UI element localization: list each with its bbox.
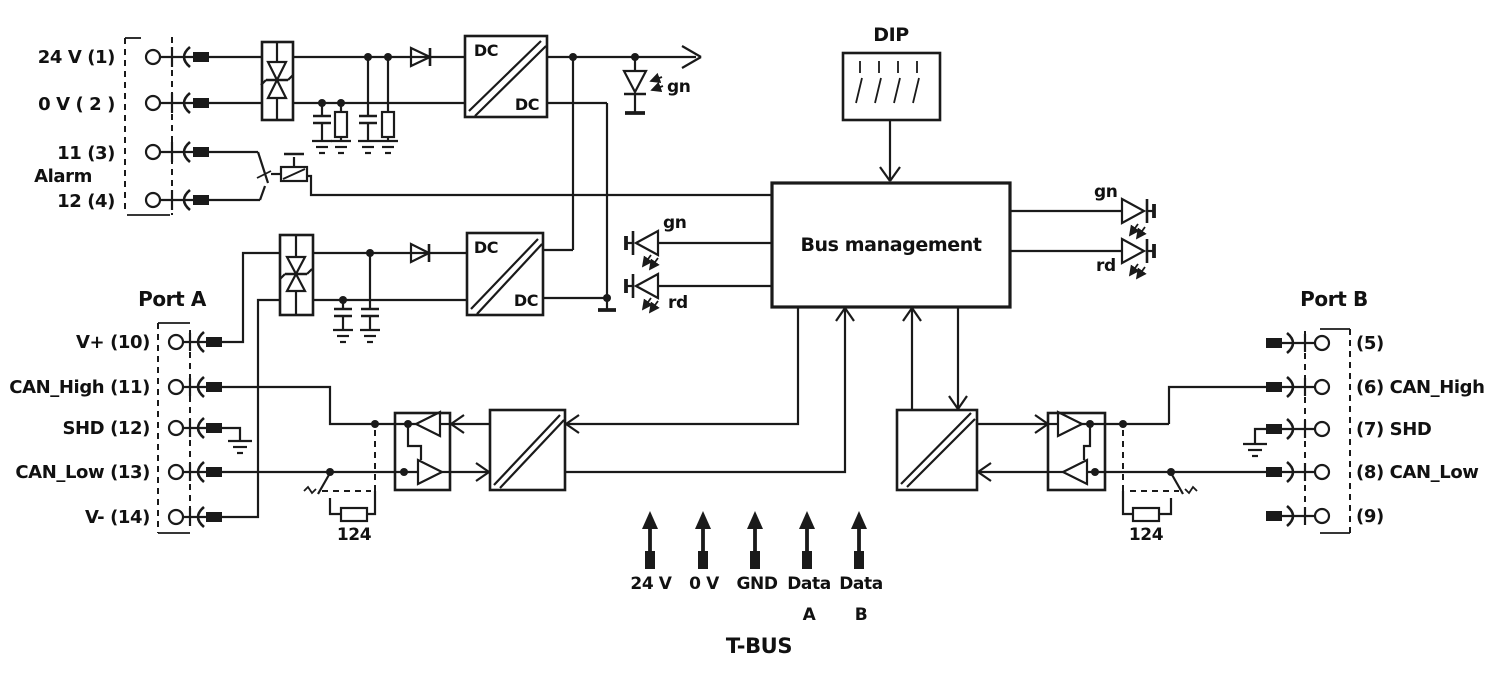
surge-protector-port-a: [262, 233, 467, 344]
label-a-vminus: V- (14): [85, 507, 150, 528]
terminal-0v: [144, 92, 209, 114]
tbus-title: T-BUS: [726, 634, 792, 658]
tbus-label-data2: Data: [839, 574, 883, 594]
dcdc1-label-out: DC: [515, 95, 539, 114]
label-0v: 0 V ( 2 ): [38, 94, 115, 115]
bus-isolator-wiring: [565, 307, 968, 474]
bus-management-block: Bus management: [770, 181, 1012, 309]
tbus-label-a: A: [803, 605, 817, 625]
dcdc2-label-out: DC: [514, 291, 538, 310]
label-11: 11 (3): [57, 143, 115, 164]
label-a-shd: SHD (12): [62, 418, 150, 439]
tbus-label-b: B: [855, 605, 868, 625]
terminal-b-5: [1266, 332, 1331, 354]
status-leds-port-b: gn rd: [1010, 182, 1156, 280]
terminal-a-vplus: [167, 331, 222, 353]
termination-a-label: 124: [337, 525, 372, 545]
label-12: 12 (4): [57, 191, 115, 212]
tbus-label-gnd: GND: [736, 574, 777, 594]
port-b-title: Port B: [1300, 287, 1368, 311]
terminal-b-canhigh: [1266, 376, 1331, 398]
label-b-5: (5): [1356, 333, 1384, 354]
label-b-9: (9): [1356, 506, 1384, 527]
terminal-alarm-11: [144, 141, 209, 163]
terminal-b-canlow: [1266, 461, 1331, 483]
terminal-alarm-12: [144, 189, 209, 211]
termination-b: 124: [1121, 430, 1198, 545]
label-b-canlow: (8) CAN_Low: [1356, 462, 1479, 483]
terminal-a-shd: [167, 417, 222, 439]
internal-power-rail: gn: [543, 45, 702, 312]
bus-management-label: Bus management: [800, 234, 981, 256]
led-b-red: rd: [1010, 237, 1156, 280]
led-a-green: gn: [624, 213, 772, 271]
tbus-pin-24v: [642, 511, 658, 569]
led-b-green: gn: [1010, 182, 1156, 240]
port-b-wiring: [1105, 385, 1267, 476]
label-b-canhigh: (6) CAN_High: [1356, 377, 1485, 398]
port-a-block: Port A: [9, 251, 395, 534]
terminal-b-9: [1266, 505, 1331, 527]
tbus-connector: 24 V 0 V GND Data Data A B T-BUS: [630, 511, 883, 658]
led-b-red-label: rd: [1096, 256, 1116, 276]
label-a-canlow: CAN_Low (13): [15, 462, 150, 483]
dcdc2-label-in: DC: [474, 238, 498, 257]
status-leds-port-a: gn rd: [624, 213, 772, 314]
dip-switch-block: DIP: [841, 24, 942, 182]
power-terminal-block: 24 V (1) 0 V ( 2 ) 11 (3) Alarm 12 (4): [34, 37, 209, 216]
terminal-24v: [144, 46, 209, 68]
can-transceiver-b: [1046, 410, 1107, 492]
terminal-a-vminus: [167, 506, 222, 528]
led-a-green-label: gn: [663, 213, 686, 233]
tbus-label-data1: Data: [787, 574, 831, 594]
can-transceiver-a: [393, 410, 452, 492]
dcdc-converter-1: DC DC: [463, 34, 549, 119]
led-a-red: rd: [624, 272, 772, 314]
dip-switch-levers: [855, 61, 920, 104]
tbus-pin-0v: [695, 511, 711, 569]
port-a-title: Port A: [138, 287, 207, 311]
label-alarm: Alarm: [34, 166, 92, 187]
galvanic-isolator-a: [450, 408, 567, 492]
tbus-pin-gnd: [747, 511, 763, 569]
tbus-pin-data-a: [799, 511, 815, 569]
dip-label: DIP: [873, 24, 909, 46]
terminal-a-canhigh: [167, 376, 222, 398]
label-b-shd: (7) SHD: [1356, 419, 1431, 440]
led-a-red-label: rd: [668, 293, 688, 313]
terminal-a-canlow: [167, 461, 222, 483]
galvanic-isolator-b: [895, 408, 1049, 492]
tbus-label-0v: 0 V: [689, 574, 720, 594]
dcdc1-label-in: DC: [474, 41, 498, 60]
power-led-label: gn: [667, 77, 690, 97]
termination-a: 124: [303, 420, 379, 545]
dcdc-converter-2: DC DC: [465, 231, 607, 317]
port-b-block: Port B: [1266, 287, 1485, 534]
led-b-green-label: gn: [1094, 182, 1117, 202]
input-filter-network: [293, 46, 465, 155]
terminal-b-shd: [1266, 418, 1331, 440]
label-24v: 24 V (1): [38, 47, 115, 68]
power-led-green: gn: [622, 57, 691, 115]
diode-top: [409, 46, 433, 68]
tbus-label-24v: 24 V: [630, 574, 672, 594]
label-a-vplus: V+ (10): [76, 332, 150, 353]
surge-protector-top: [209, 40, 295, 122]
label-a-canhigh: CAN_High (11): [9, 377, 150, 398]
termination-b-label: 124: [1129, 525, 1164, 545]
alarm-relay: [209, 150, 772, 202]
tbus-pin-data-b: [851, 511, 867, 569]
